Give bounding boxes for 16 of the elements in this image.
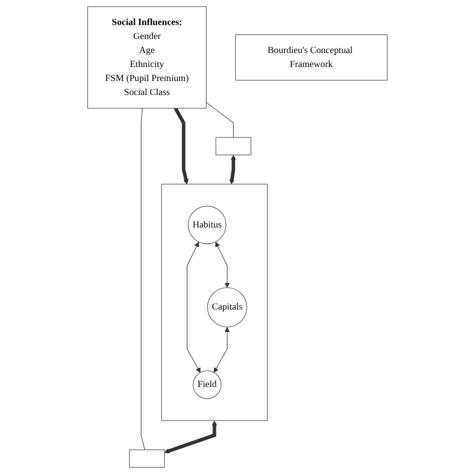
node-box: Social Influences: Gender Age Ethnicity FSM (Pupil Premium) Social Class [86, 6, 206, 109]
node-circle: Capitals [206, 287, 247, 328]
arrow [186, 242, 200, 373]
node-box [128, 450, 164, 468]
cluster [160, 184, 268, 421]
arrow [213, 326, 230, 373]
connector [140, 108, 145, 450]
node-box: Bourdieu's Conceptual Framework [234, 34, 388, 81]
arrow [164, 420, 217, 454]
node-circle: Habitus [187, 206, 226, 244]
arrow [228, 154, 236, 184]
connector [206, 102, 234, 138]
arrow [173, 107, 188, 184]
arrow [214, 242, 230, 288]
node-box [215, 137, 251, 156]
node-circle: Field [192, 370, 221, 400]
